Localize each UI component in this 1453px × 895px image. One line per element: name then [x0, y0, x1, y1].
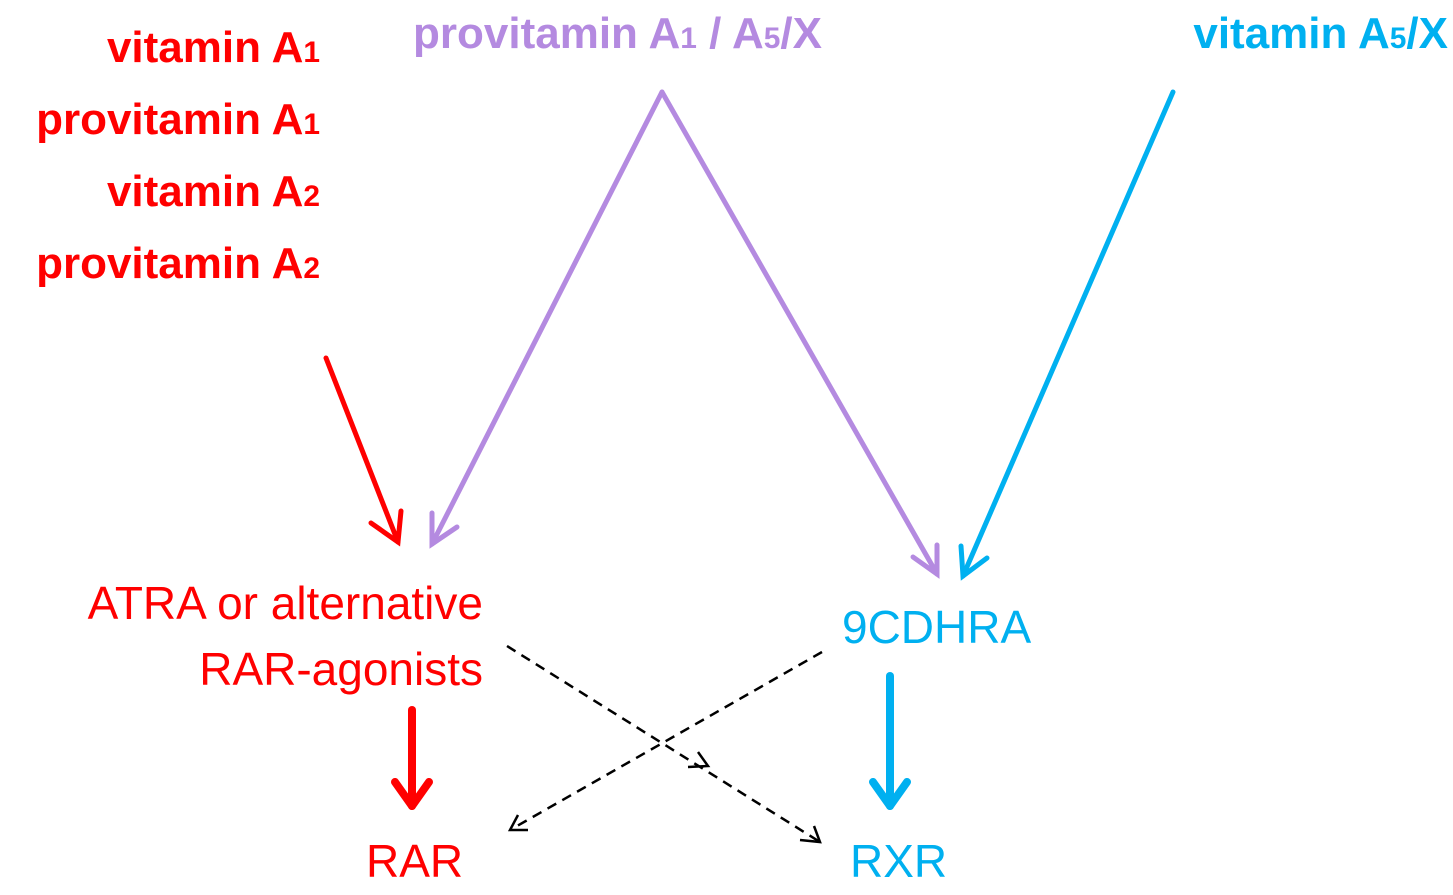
- vitamin-a5-part2: /X: [1406, 9, 1448, 58]
- arrowhead-9cdhra-to-rar: [507, 814, 528, 832]
- arrow-9cdhra-to-rar-dashed: [509, 650, 823, 832]
- source-item-provitamin-a2: provitamin A2: [36, 230, 320, 302]
- source-item-subscript: 1: [303, 108, 320, 141]
- rxr-node: RXR: [850, 835, 948, 887]
- arrow-9cdhra-to-rxr: [869, 672, 911, 810]
- atra-line2: RAR-agonists: [199, 643, 483, 695]
- source-item-subscript: 1: [303, 36, 320, 69]
- atra-line1: ATRA or alternative: [87, 577, 483, 629]
- arrow-red-to-atra: [323, 355, 404, 547]
- arrow-purple-to-9cdhra: [659, 89, 940, 579]
- source-item-subscript: 2: [303, 180, 320, 213]
- ninecdhra-node: 9CDHRA: [842, 601, 1032, 653]
- rar-node: RAR: [366, 835, 464, 887]
- arrowhead-atra-to-rxr: [799, 825, 822, 844]
- atra-node: ATRA or alternative RAR-agonists: [88, 570, 483, 702]
- source-item-vitamin-a1: vitamin A1: [36, 14, 320, 86]
- arrow-blue-to-9cdhra: [958, 89, 1176, 581]
- provitamin-mixed-sub1: 1: [680, 22, 697, 55]
- source-item-label: vitamin A: [106, 167, 304, 216]
- arrow-atra-to-rar: [391, 706, 433, 810]
- source-item-label: provitamin A: [36, 95, 304, 144]
- provitamin-mixed-part2: / A: [696, 9, 764, 58]
- vitamin-a5-part1: vitamin A: [1193, 9, 1390, 58]
- source-item-subscript: 2: [303, 252, 320, 285]
- provitamin-mixed-part1: provitamin A: [413, 9, 681, 58]
- provitamin-mixed-part3: /X: [780, 9, 822, 58]
- vitamin-a5-sub1: 5: [1389, 22, 1407, 55]
- source-item-label: vitamin A: [106, 23, 304, 72]
- provitamin-mixed-label: provitamin A1 / A5/X: [413, 12, 822, 56]
- arrow-purple-to-atra: [429, 89, 665, 549]
- source-item-vitamin-a2: vitamin A2: [36, 158, 320, 230]
- provitamin-mixed-sub2: 5: [763, 22, 781, 55]
- vitamin-a5-label: vitamin A5/X: [1193, 12, 1448, 56]
- red-source-list: vitamin A1 provitamin A1 vitamin A2 prov…: [36, 14, 320, 302]
- arrow-atra-to-rxr-dashed: [506, 644, 821, 844]
- source-item-provitamin-a1: provitamin A1: [36, 86, 320, 158]
- source-item-label: provitamin A: [36, 239, 304, 288]
- arrowhead-atra-to-rxr-mid: [687, 751, 711, 769]
